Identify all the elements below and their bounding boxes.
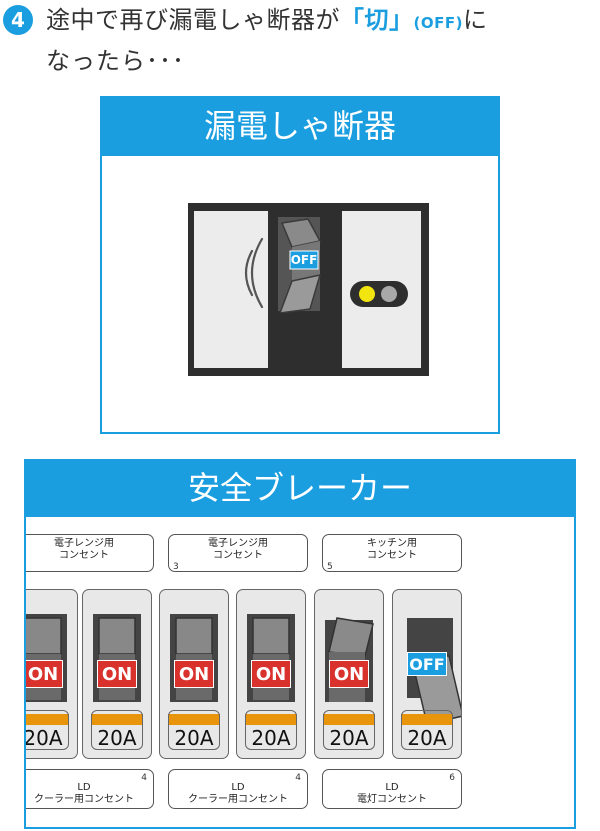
instruction-suffix: に [462,6,488,34]
indicator-lamp-housing [350,281,408,307]
breaker-on-label: ON [251,660,291,688]
breaker-off-label: OFF [407,652,447,676]
circuit-label-top-2: 電子レンジ用 コンセント 3 [168,534,308,572]
leakage-breaker-panel: 漏電しゃ断器 [100,96,500,434]
breaker-module-2[interactable]: ON 20A [82,589,152,759]
rating-stripe [91,714,143,725]
amperage-label: 20A [168,710,220,750]
circuit-label-line1: LD [231,782,245,793]
instruction-text: 途中で再び漏電しゃ断器が [46,6,340,34]
main-breaker-panel: 安全ブレーカー 電子レンジ用 コンセント 電子レンジ用 コンセント 3 キッチン… [24,459,576,829]
amperage-label: 20A [26,710,69,750]
amperage-value: 20A [407,726,447,750]
circuit-label-bottom-1: 4 LD クーラー用コンセント [26,769,154,809]
circuit-number: 4 [295,773,301,783]
amperage-value: 20A [174,726,214,750]
breaker-module-5[interactable]: ON 20A [314,589,384,759]
amperage-value: 20A [26,726,63,750]
circuit-label-line2: コンセント [213,550,263,561]
amperage-label: 20A [401,710,453,750]
circuit-label-line2: クーラー用コンセント [34,794,134,805]
amperage-label: 20A [91,710,143,750]
leakage-breaker-title: 漏電しゃ断器 [100,96,500,156]
circuit-label-line2: クーラー用コンセント [188,794,288,805]
rating-stripe [323,714,375,725]
rating-stripe [245,714,297,725]
rating-stripe [401,714,453,725]
lamp-yellow-indicator [359,286,375,302]
lamp-gray-indicator [381,286,397,302]
circuit-number: 4 [141,773,147,783]
circuit-label-line2: 電灯コンセント [357,794,427,805]
amperage-value: 20A [329,726,369,750]
breaker-face-left [194,211,268,368]
circuit-number: 5 [327,562,333,572]
breaker-on-label: ON [329,660,369,688]
amperage-value: 20A [97,726,137,750]
breaker-module-4[interactable]: ON 20A [236,589,306,759]
circuit-label-line1: 電子レンジ用 [54,538,114,549]
leakage-breaker-toggle[interactable] [274,217,330,313]
circuit-label-line1: キッチン用 [367,538,417,549]
breaker-on-label: ON [26,660,63,688]
circuit-label-line2: コンセント [367,550,417,561]
breaker-module-1[interactable]: ON 20A [26,589,78,759]
circuit-number: 6 [449,773,455,783]
breaker-module-6[interactable]: OFF 20A [392,589,462,759]
trip-vibration-icon [244,237,264,309]
rating-stripe [168,714,220,725]
breaker-on-label: ON [97,660,137,688]
instruction-line-1: 途中で再び漏電しゃ断器が「切」(OFF)に [46,3,487,40]
amperage-label: 20A [245,710,297,750]
instruction-off-note: (OFF) [413,14,463,32]
circuit-number: 3 [173,562,179,572]
circuit-label-line1: LD [77,782,91,793]
breaker-handle [325,617,374,702]
amperage-label: 20A [323,710,375,750]
circuit-label-bottom-3: 6 LD 電灯コンセント [322,769,462,809]
circuit-label-top-1: 電子レンジ用 コンセント [26,534,154,572]
circuit-label-top-3: キッチン用 コンセント 5 [322,534,462,572]
amperage-value: 20A [251,726,291,750]
rating-stripe [26,714,69,725]
main-breaker-title: 安全ブレーカー [26,461,574,517]
circuit-label-bottom-2: 4 LD クーラー用コンセント [168,769,308,809]
circuit-label-line1: LD [385,782,399,793]
step-number-badge: 4 [3,5,33,35]
leakage-breaker-off-label: OFF [290,253,318,267]
breaker-row: 電子レンジ用 コンセント 電子レンジ用 コンセント 3 キッチン用 コンセント … [26,519,574,827]
breaker-on-label: ON [174,660,214,688]
leakage-breaker-device: OFF [188,203,429,376]
instruction-highlight: 「切」 [340,6,414,34]
circuit-label-line2: コンセント [59,550,109,561]
circuit-label-line1: 電子レンジ用 [208,538,268,549]
instruction-line-2: なったら･･･ [46,47,185,75]
breaker-module-3[interactable]: ON 20A [159,589,229,759]
